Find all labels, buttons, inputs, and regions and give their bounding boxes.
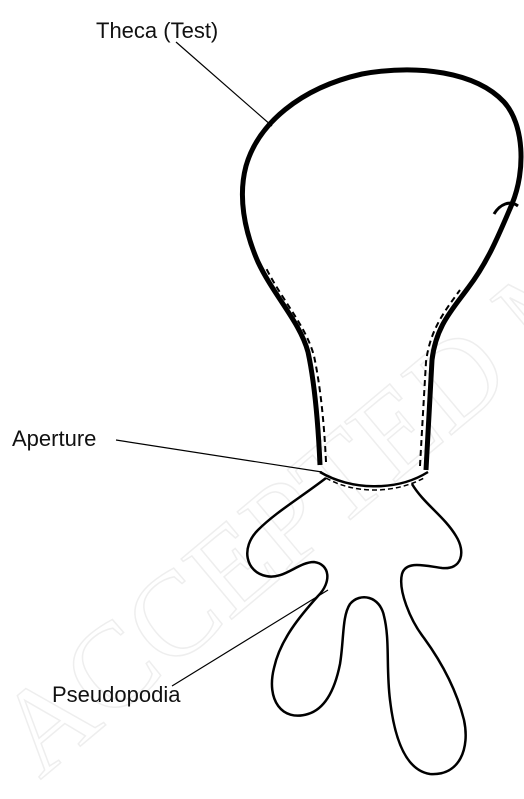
pseudopodia-label: Pseudopodia (52, 682, 181, 707)
aperture-label: Aperture (12, 426, 96, 451)
theca-label: Theca (Test) (96, 18, 218, 43)
theca-leader-line (176, 42, 272, 126)
